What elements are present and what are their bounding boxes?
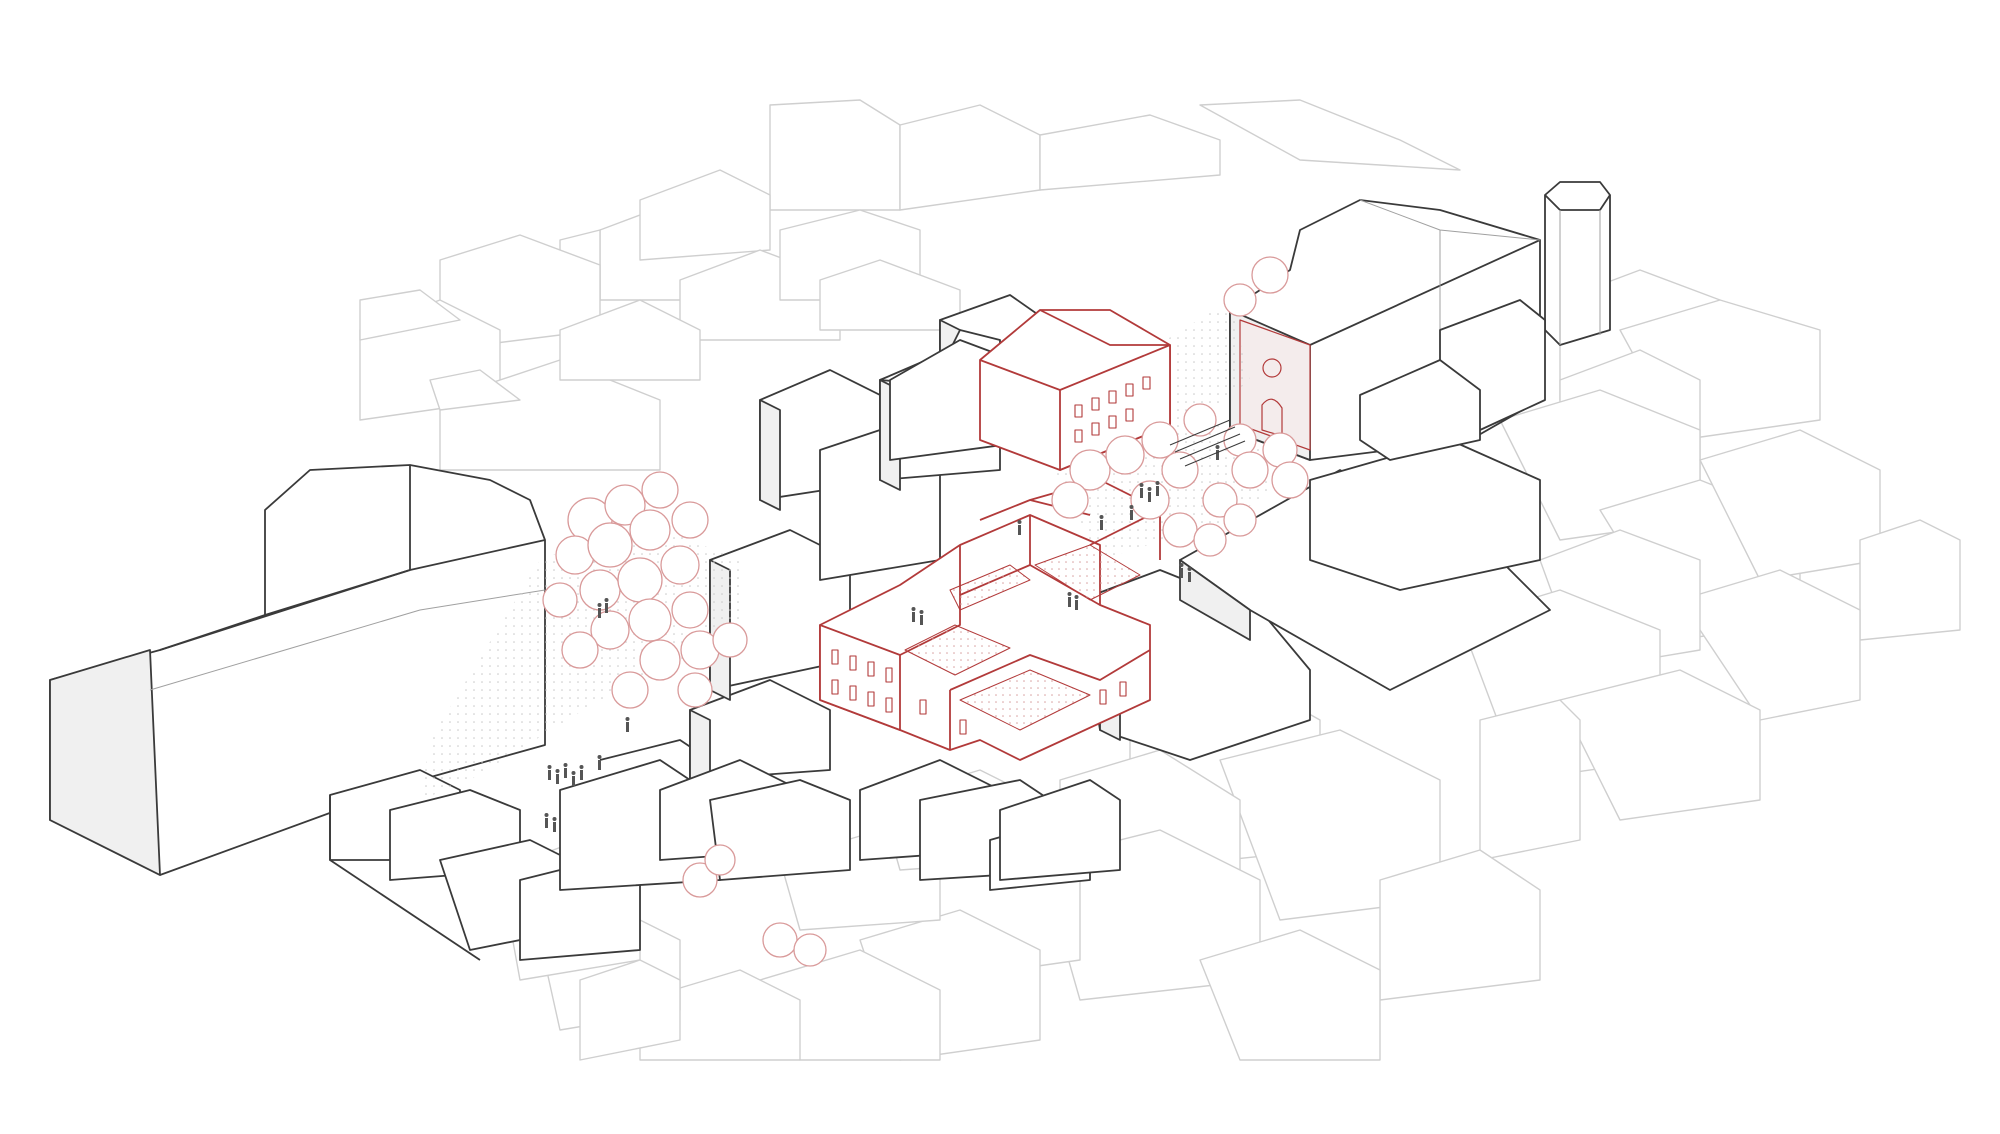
church-steps bbox=[1169, 419, 1246, 467]
tree-cluster-south bbox=[682, 844, 827, 967]
church-with-bell-tower bbox=[1229, 181, 1611, 461]
people-group-terraces bbox=[911, 520, 1079, 625]
highlighted-project-building bbox=[819, 309, 1171, 761]
tree-cluster-east bbox=[1051, 256, 1309, 557]
people-group-plaza-east bbox=[1099, 445, 1220, 582]
people-figures bbox=[544, 445, 1220, 832]
red-outlined-trees bbox=[542, 256, 1309, 967]
people-group-plaza-west bbox=[544, 598, 630, 832]
tree-cluster-west bbox=[542, 471, 748, 709]
